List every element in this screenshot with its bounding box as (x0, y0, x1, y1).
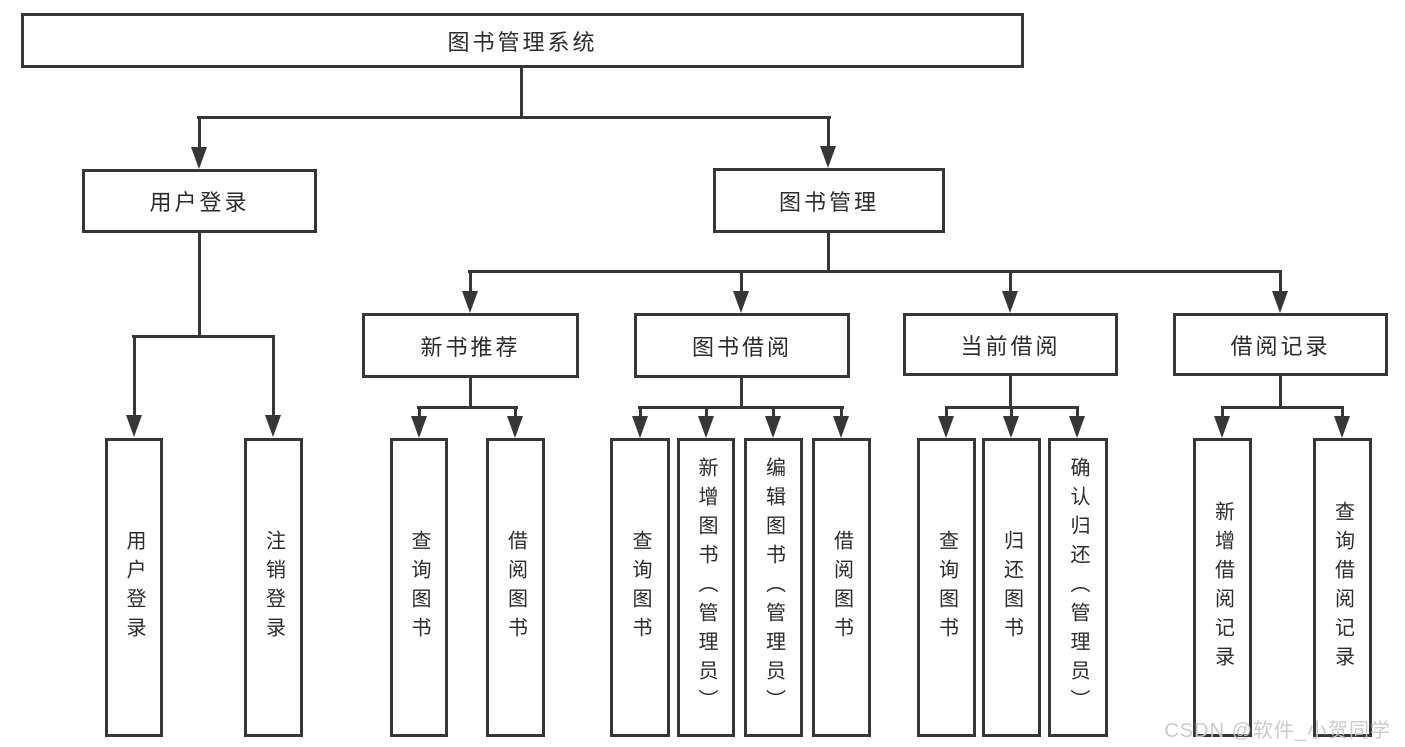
node-new-book-recommend-label: 新书推荐 (420, 334, 521, 360)
connector-arrowhead (1272, 291, 1288, 313)
connector-drop-leaf (945, 406, 948, 418)
connector-root-stem (520, 68, 523, 118)
node-root-label: 图书管理系统 (447, 29, 598, 55)
connector-arrowhead (265, 415, 281, 437)
connector-drop-leaf (514, 406, 517, 418)
connector-drop-node (1279, 272, 1282, 293)
connector-arrowhead (1002, 291, 1018, 313)
connector-arrowhead (698, 416, 714, 438)
leaf-recommend-query-books-label: 查询图书 (408, 529, 430, 646)
leaf-recommend-borrow-books: 借阅图书 (486, 438, 545, 737)
leaf-borrowing-edit-books-admin: 编辑图书（管理员） (744, 438, 803, 737)
connector-recommend-bar (417, 406, 518, 409)
connector-arrowhead (1214, 416, 1230, 438)
connector-arrowhead (820, 146, 836, 168)
connector-current-stem (1009, 376, 1012, 408)
connector-arrowhead (733, 291, 749, 313)
leaf-current-query-books: 查询图书 (917, 438, 976, 737)
leaf-records-add-record: 新增借阅记录 (1193, 438, 1252, 737)
leaf-current-query-books-label: 查询图书 (935, 529, 958, 646)
leaf-borrowing-edit-books-admin-label: 编辑图书（管理员） (762, 457, 785, 718)
leaf-current-return-books: 归还图书 (982, 438, 1041, 737)
leaf-current-confirm-return-admin: 确认归还（管理员） (1048, 438, 1108, 737)
connector-user-login-stem (198, 233, 201, 336)
node-book-borrowing: 图书借阅 (634, 313, 850, 378)
leaf-user-login: 用户登录 (105, 438, 163, 737)
connector-drop-node (469, 272, 472, 293)
connector-arrowhead (1003, 416, 1019, 438)
node-borrow-records-label: 借阅记录 (1230, 333, 1331, 359)
connector-drop-leaf (133, 336, 136, 416)
leaf-records-query-record: 查询借阅记录 (1313, 438, 1372, 737)
connector-drop-leaf (639, 406, 642, 418)
connector-drop-leaf (840, 406, 843, 418)
connector-drop-leaf (772, 406, 775, 418)
leaf-records-add-record-label: 新增借阅记录 (1211, 500, 1234, 675)
leaf-current-return-books-label: 归还图书 (1000, 529, 1023, 646)
node-current-borrowing: 当前借阅 (903, 313, 1118, 376)
connector-arrowhead (126, 415, 142, 437)
connector-drop-leaf (1341, 406, 1344, 418)
node-root: 图书管理系统 (21, 13, 1024, 68)
connector-arrowhead (507, 416, 523, 438)
connector-drop-node (740, 272, 743, 293)
connector-arrowhead (765, 416, 781, 438)
connector-user-login-bar (132, 335, 275, 338)
leaf-current-confirm-return-admin-label: 确认归还（管理员） (1067, 457, 1089, 718)
watermark: CSDN @软件_小贺同学 (1164, 720, 1391, 742)
connector-arrowhead (462, 291, 478, 313)
connector-borrowing-bar (638, 406, 844, 409)
connector-drop-node (1009, 272, 1012, 293)
leaf-logout-label: 注销登录 (262, 529, 285, 646)
connector-drop-leaf (1076, 406, 1079, 418)
connector-recommend-stem (469, 376, 472, 408)
connector-drop-leaf (1010, 406, 1013, 418)
connector-arrowhead (1334, 416, 1350, 438)
connector-drop-leaf (705, 406, 708, 418)
connector-arrowhead (191, 147, 207, 169)
leaf-borrowing-add-books-admin: 新增图书（管理员） (677, 438, 735, 737)
connector-records-stem (1279, 376, 1282, 408)
connector-borrowing-stem (740, 376, 743, 408)
connector-level2-bar (468, 270, 1282, 273)
connector-records-bar (1221, 406, 1344, 409)
node-new-book-recommend: 新书推荐 (362, 313, 579, 378)
connector-drop-book-management (827, 118, 830, 149)
connector-drop-leaf (272, 336, 275, 416)
leaf-borrowing-borrow-books-label: 借阅图书 (830, 529, 853, 646)
leaf-user-login-label: 用户登录 (123, 529, 145, 646)
connector-book-management-stem (827, 233, 830, 271)
connector-drop-user-login (198, 118, 201, 150)
leaf-borrowing-query-books: 查询图书 (610, 438, 670, 737)
node-book-management: 图书管理 (713, 168, 945, 233)
node-book-management-label: 图书管理 (778, 189, 879, 215)
node-borrow-records: 借阅记录 (1173, 313, 1388, 376)
leaf-borrowing-borrow-books: 借阅图书 (812, 438, 871, 737)
leaf-borrowing-query-books-label: 查询图书 (629, 529, 651, 646)
leaf-recommend-query-books: 查询图书 (390, 438, 448, 737)
leaf-records-query-record-label: 查询借阅记录 (1331, 500, 1354, 675)
node-user-login-label: 用户登录 (149, 190, 250, 215)
connector-level1-bar (197, 116, 831, 119)
leaf-borrowing-add-books-admin-label: 新增图书（管理员） (695, 457, 717, 718)
connector-drop-leaf (418, 406, 421, 418)
connector-arrowhead (411, 416, 427, 438)
leaf-logout: 注销登录 (244, 438, 303, 737)
leaf-recommend-borrow-books-label: 借阅图书 (504, 529, 527, 646)
connector-arrowhead (1069, 416, 1085, 438)
node-user-login: 用户登录 (82, 169, 317, 233)
connector-arrowhead (632, 416, 648, 438)
node-book-borrowing-label: 图书借阅 (691, 334, 792, 360)
connector-arrowhead (938, 416, 954, 438)
node-current-borrowing-label: 当前借阅 (960, 333, 1061, 359)
connector-arrowhead (833, 416, 849, 438)
connector-drop-leaf (1221, 406, 1224, 418)
